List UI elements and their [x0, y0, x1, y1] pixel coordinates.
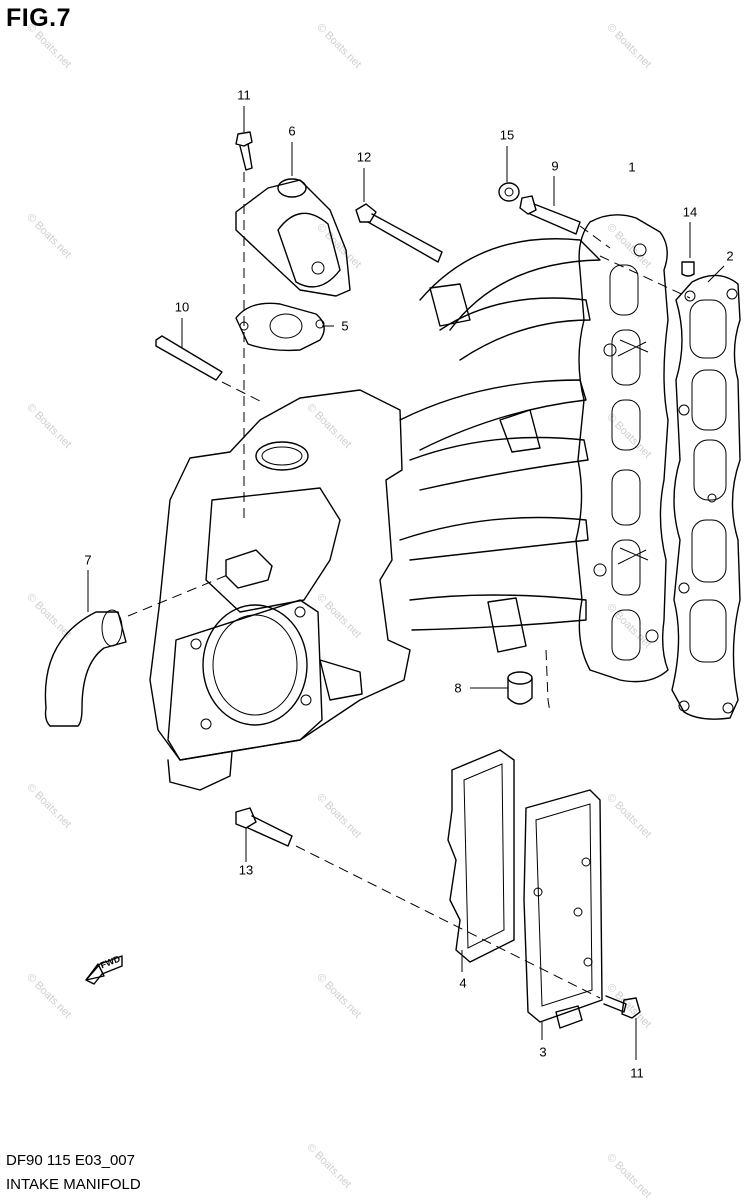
callout-11-bottom: 11: [630, 1065, 644, 1081]
idle-air-valve-part-6: [236, 179, 350, 296]
callout-3: 3: [539, 1044, 547, 1060]
cover-gasket-part-4: [448, 750, 514, 962]
callout-9: 9: [551, 158, 559, 174]
callout-4: 4: [459, 975, 467, 991]
cover-part-3: [524, 790, 602, 1028]
callout-8: 8: [454, 680, 462, 696]
hose-part-7: [45, 610, 126, 726]
figure-title: FIG.7: [6, 4, 72, 32]
bolt-part-11-bottom: [604, 996, 640, 1018]
washer-part-15: [499, 183, 519, 201]
bolt-part-12: [356, 204, 442, 262]
callout-2: 2: [726, 248, 734, 264]
callout-11-top: 11: [237, 87, 251, 103]
bolt-part-11-top: [236, 132, 252, 170]
callout-13: 13: [238, 862, 254, 878]
gasket-part-5: [236, 303, 324, 350]
manifold-gasket-part-2: [672, 275, 740, 719]
callout-5: 5: [341, 318, 349, 334]
spacer-part-8: [508, 672, 532, 704]
intake-manifold-part-1: [400, 215, 668, 682]
dowel-pin-part-14: [682, 262, 694, 276]
callout-7: 7: [84, 552, 92, 568]
bolt-part-13: [236, 808, 292, 846]
callout-15: 15: [499, 127, 515, 143]
fwd-arrow-icon: [86, 956, 122, 984]
diagram-name: INTAKE MANIFOLD: [6, 1176, 141, 1193]
callout-10: 10: [174, 299, 190, 315]
bolt-part-9: [520, 196, 580, 234]
callout-1: 1: [628, 159, 636, 175]
callout-12: 12: [356, 149, 372, 165]
diagram-code: DF90 115 E03_007: [6, 1152, 135, 1169]
leader-lines: [88, 106, 724, 1060]
callout-14: 14: [682, 204, 698, 220]
stud-part-10: [156, 336, 222, 380]
callout-6: 6: [288, 123, 296, 139]
throttle-body: [150, 390, 410, 790]
